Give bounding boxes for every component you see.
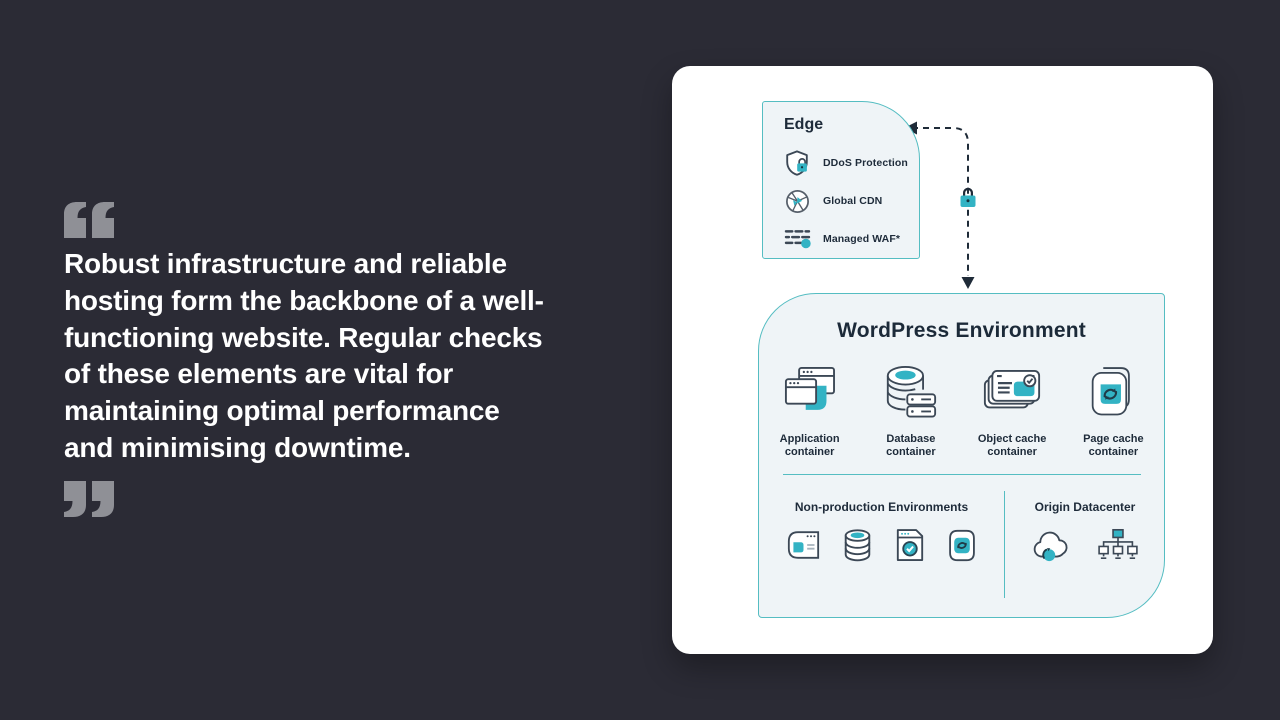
container-label: Database container [886,433,936,458]
origin-datacenter-section: Origin Datacenter [1004,490,1166,569]
waf-rules-icon [782,228,812,250]
database-small-icon [843,528,872,567]
edge-item-waf: Managed WAF* [782,225,911,253]
edge-item-label: Managed WAF* [823,233,901,245]
page-refresh-small-icon [948,529,976,567]
padlock-icon [960,187,976,207]
horizontal-divider [783,474,1141,475]
container-label: Object cache container [977,433,1047,458]
window-panel-icon [787,530,820,565]
diagram-card: Edge DDoS Protection [672,66,1213,654]
page-cache-refresh-icon [1090,360,1136,422]
globe-cdn-icon [782,188,812,215]
shield-lock-icon [782,149,812,177]
non-production-section: Non-production Environments [759,490,1004,567]
quote-open-icon [64,202,114,238]
application-windows-icon [783,360,836,422]
edge-item-cdn: Global CDN [782,187,911,215]
container-label: Page cache container [1083,433,1144,458]
origin-datacenter-title: Origin Datacenter [1034,500,1136,514]
object-cache-container: Object cache container [962,360,1063,459]
container-row: Application container [759,360,1164,459]
container-label: Application container [779,433,840,458]
object-cache-cards-icon [983,360,1041,422]
cloud-sync-icon [1031,530,1073,568]
application-container: Application container [759,360,860,459]
edge-panel: Edge DDoS Protection [762,101,920,259]
database-container: Database container [860,360,961,459]
wordpress-environment-title: WordPress Environment [837,319,1086,342]
window-check-icon [895,528,925,567]
edge-title: Edge [784,116,824,133]
database-server-icon [885,360,937,422]
wordpress-environment-panel: WordPress Environment [758,293,1165,618]
edge-item-label: DDoS Protection [823,157,908,169]
network-tree-icon [1097,528,1139,569]
non-production-title: Non-production Environments [794,500,969,514]
vertical-divider [1004,491,1005,598]
page-cache-container: Page cache container [1063,360,1164,459]
quote-text: Robust infrastructure and reliable hosti… [64,248,544,463]
edge-item-label: Global CDN [823,195,883,207]
quote-close-icon [64,481,114,517]
edge-item-ddos: DDoS Protection [782,149,911,177]
